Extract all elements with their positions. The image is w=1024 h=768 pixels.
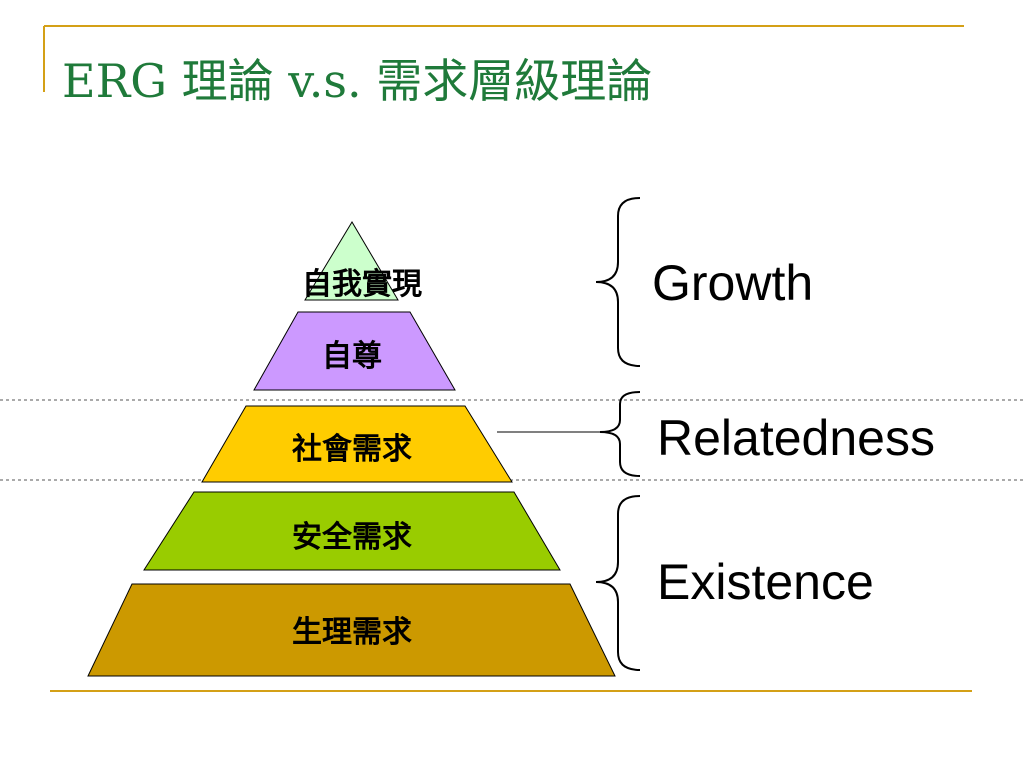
level-label-safety: 安全需求 — [292, 520, 412, 555]
pyramid-level-self-actualization — [304, 221, 399, 301]
erg-label-growth: Growth — [652, 255, 813, 311]
slide-header-text: 人力資源管理 — 激勵理論與實務應用 — 授課講義 — [88, 12, 489, 33]
growth-brace — [595, 197, 641, 367]
pyramid-level-esteem — [253, 311, 456, 391]
pyramid-level-safety — [143, 491, 561, 571]
level-label-self-actualization: 自我實現 — [302, 267, 422, 302]
level-label-esteem: 自尊 — [322, 339, 382, 374]
relatedness-brace — [599, 391, 641, 477]
level-label-physiological: 生理需求 — [292, 615, 412, 650]
pyramid-level-physiological — [87, 583, 616, 677]
level-label-social: 社會需求 — [292, 432, 412, 467]
erg-label-existence: Existence — [657, 554, 874, 610]
slide-title: ERG 理論 v.s. 需求層級理論 — [62, 54, 653, 108]
pyramid-level-social — [201, 405, 513, 483]
existence-brace — [595, 495, 641, 671]
erg-label-relatedness: Relatedness — [657, 410, 935, 466]
